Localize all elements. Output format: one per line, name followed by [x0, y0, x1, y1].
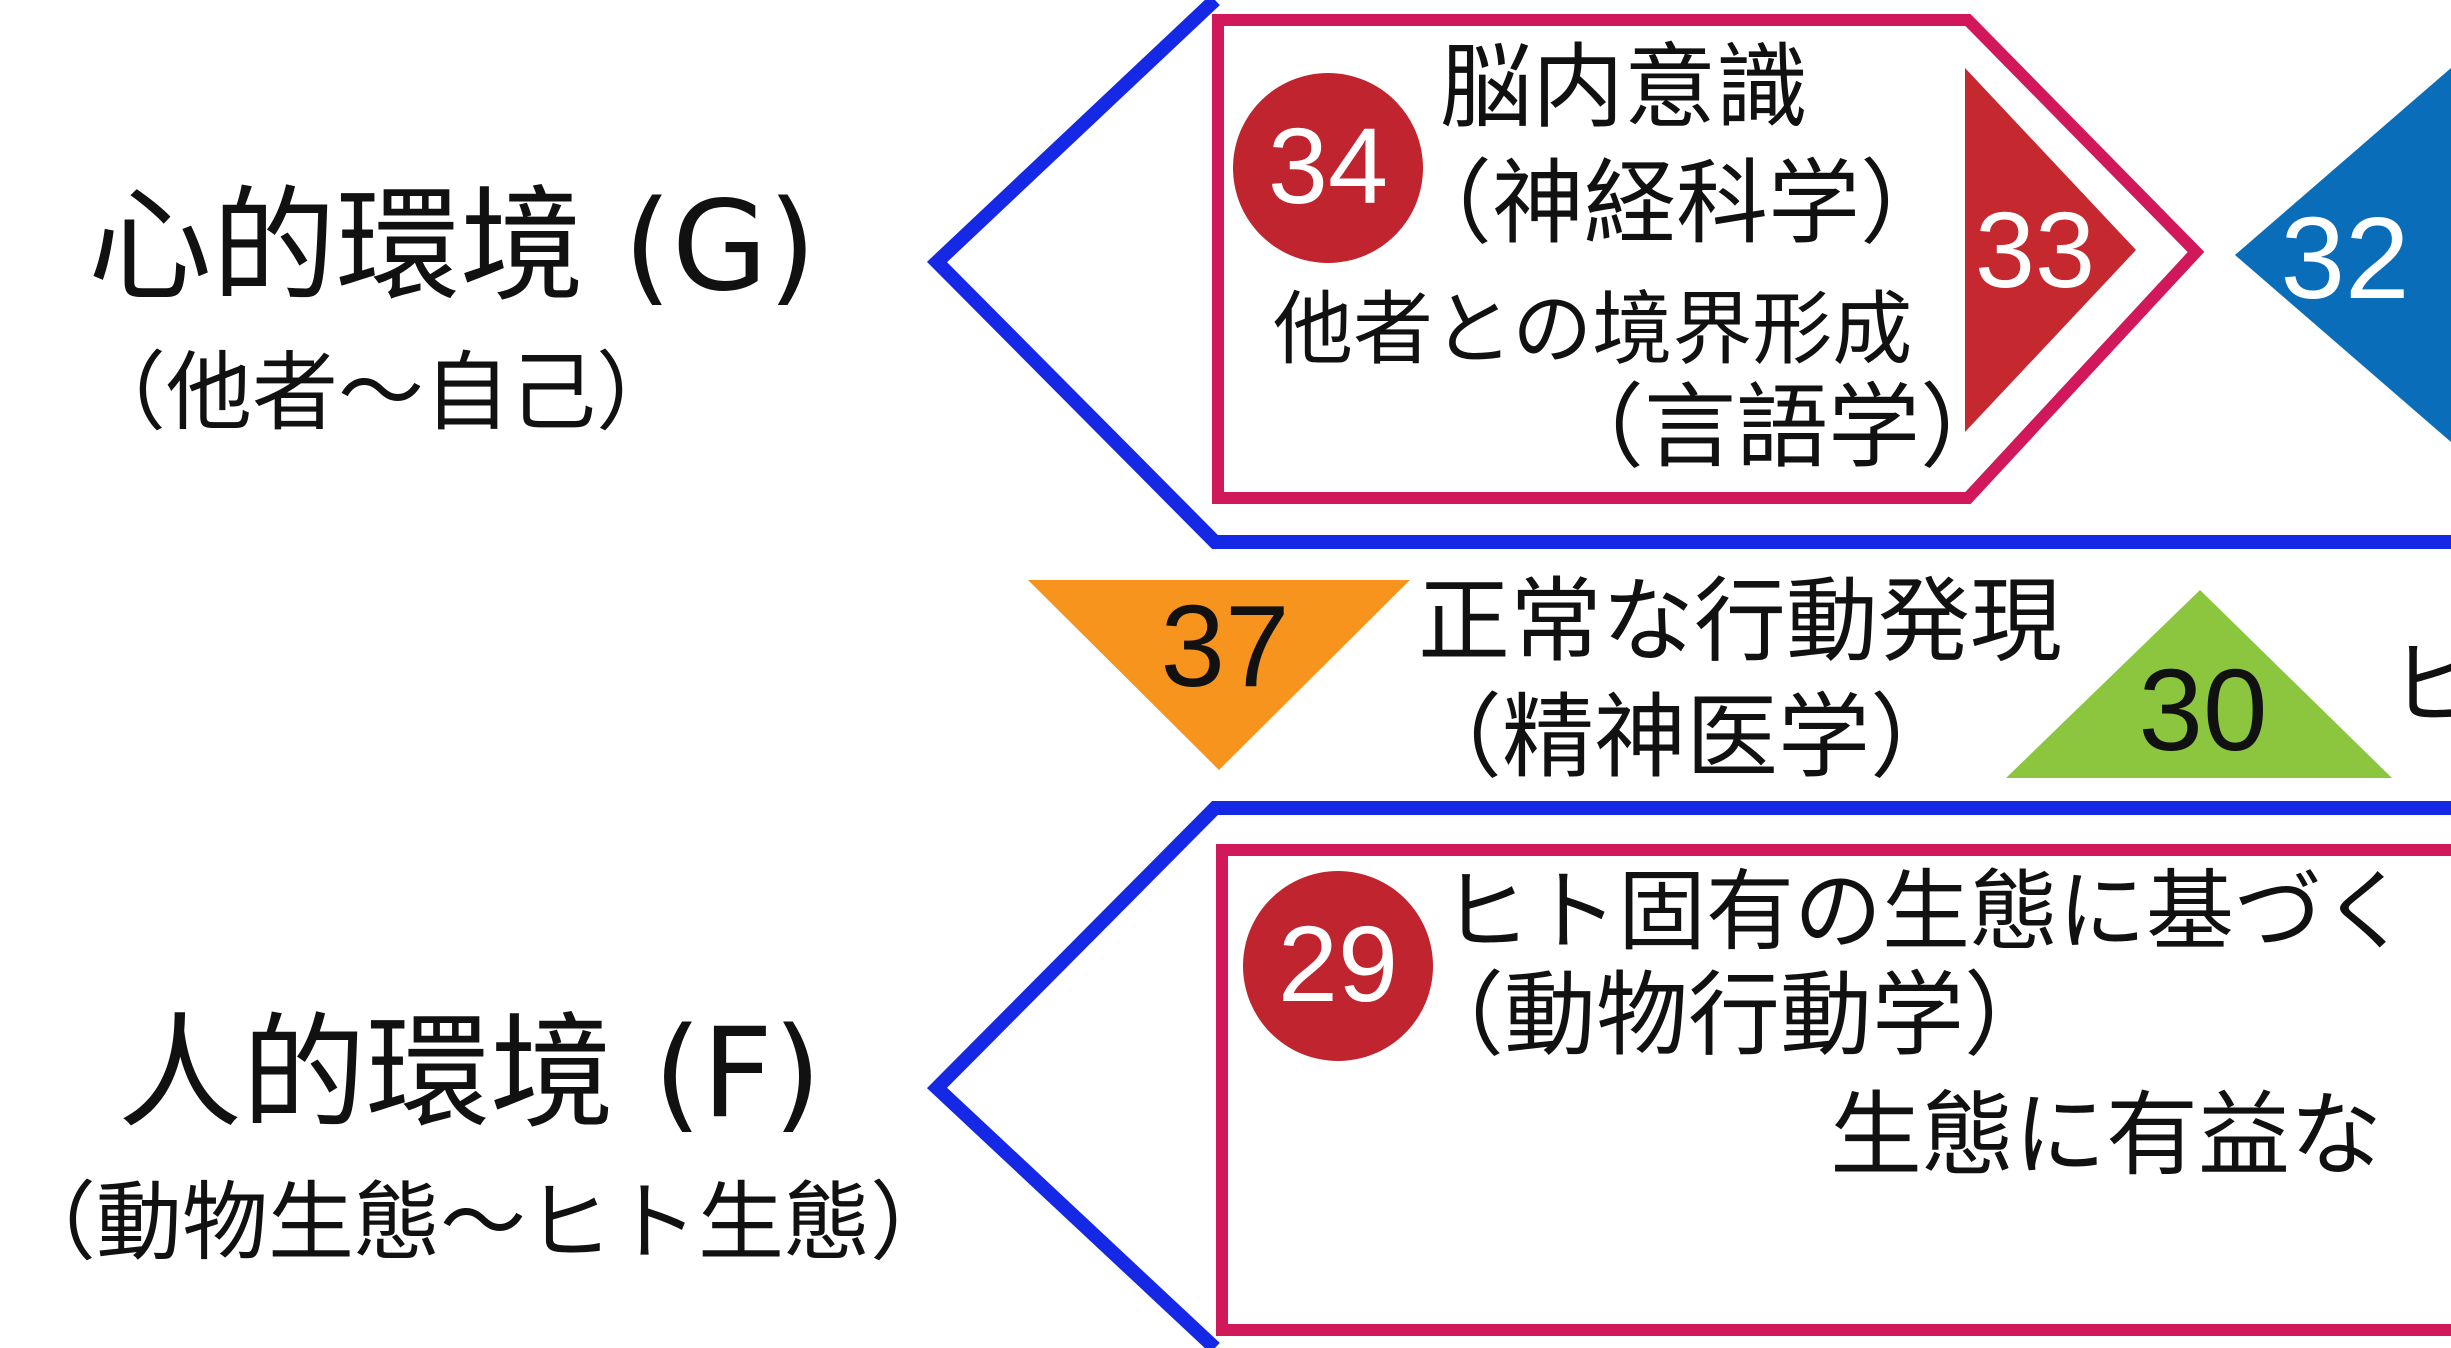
item-33-title: 他者との境界形成	[1273, 283, 1913, 376]
circle-29	[1243, 871, 1433, 1061]
g-row-outline	[926, 0, 2451, 549]
g-row-title: 心的環境 (G)	[88, 175, 817, 319]
f-inner-box	[1216, 844, 2451, 1336]
item-33-field: （言語学）	[1552, 374, 2013, 481]
f-row-subtitle: （動物生態〜ヒト生態）	[10, 1173, 956, 1273]
number-30: 30	[2138, 645, 2268, 775]
g-row-subtitle: （他者〜自己）	[80, 343, 682, 443]
circle-34	[1233, 73, 1423, 263]
item-34-field: （神経科学）	[1400, 150, 1953, 257]
number-34: 34	[1267, 105, 1389, 226]
item-29-extra: 生態に有益な	[1830, 1082, 2383, 1189]
item-29-title: ヒト固有の生態に基づく	[1442, 860, 2411, 963]
f-row-title: 人的環境 (F)	[118, 1002, 822, 1146]
item-30-title: ヒ	[2388, 632, 2451, 739]
number-33: 33	[1974, 189, 2096, 310]
g-inner-box	[1212, 14, 2205, 504]
item-37-title: 正常な行動発現	[1418, 568, 2063, 675]
item-29-field: （動物行動学）	[1412, 962, 2057, 1069]
number-37: 37	[1160, 581, 1290, 711]
item-37-field: （精神医学）	[1410, 684, 1963, 791]
f-row-outline	[926, 801, 2451, 1348]
item-34-title: 脳内意識	[1440, 34, 1809, 141]
number-32: 32	[2280, 193, 2410, 323]
triangle-37	[1028, 580, 1410, 770]
triangle-30	[2006, 590, 2392, 778]
triangle-33	[1965, 68, 2136, 432]
number-29: 29	[1277, 903, 1399, 1024]
triangle-32	[2235, 68, 2451, 442]
